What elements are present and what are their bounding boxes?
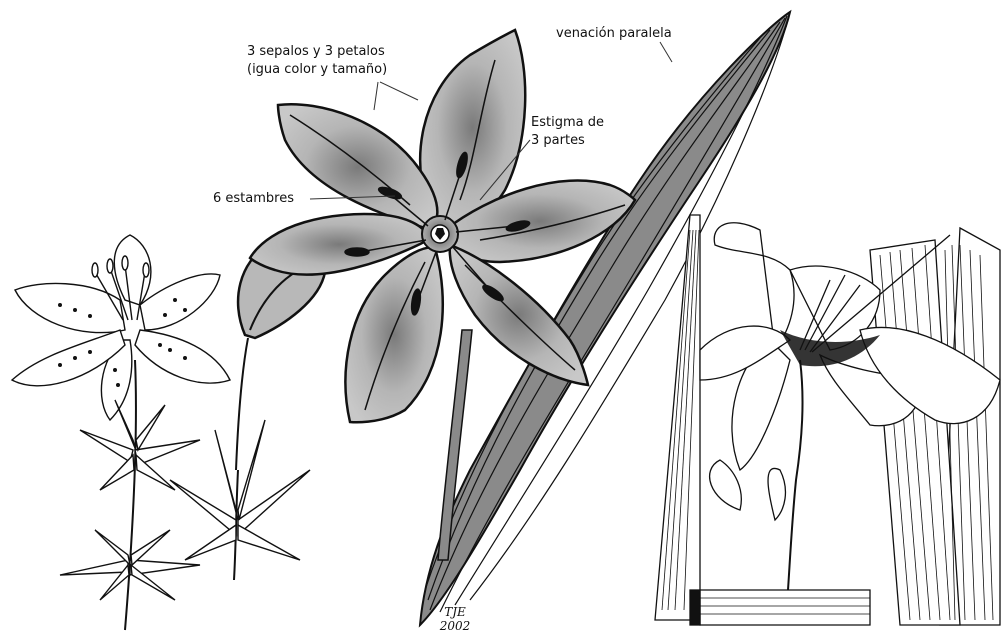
label-sepals-petals-line1: 3 sepalos y 3 petalos (247, 44, 385, 60)
left-lily-plant (12, 235, 230, 630)
right-lily-plant (655, 215, 1000, 625)
label-stamens: 6 estambres (213, 191, 294, 207)
label-stigma-line2: 3 partes (531, 133, 585, 149)
diagram-flower (236, 30, 635, 470)
label-stigma-line1: Estigma de (531, 115, 604, 131)
signature-year: 2002 (430, 620, 480, 632)
signature-initials: TJE (430, 606, 480, 618)
label-sepals-petals-line2: (igua color y tamaño) (247, 62, 387, 78)
label-venation: venación paralela (556, 26, 672, 42)
